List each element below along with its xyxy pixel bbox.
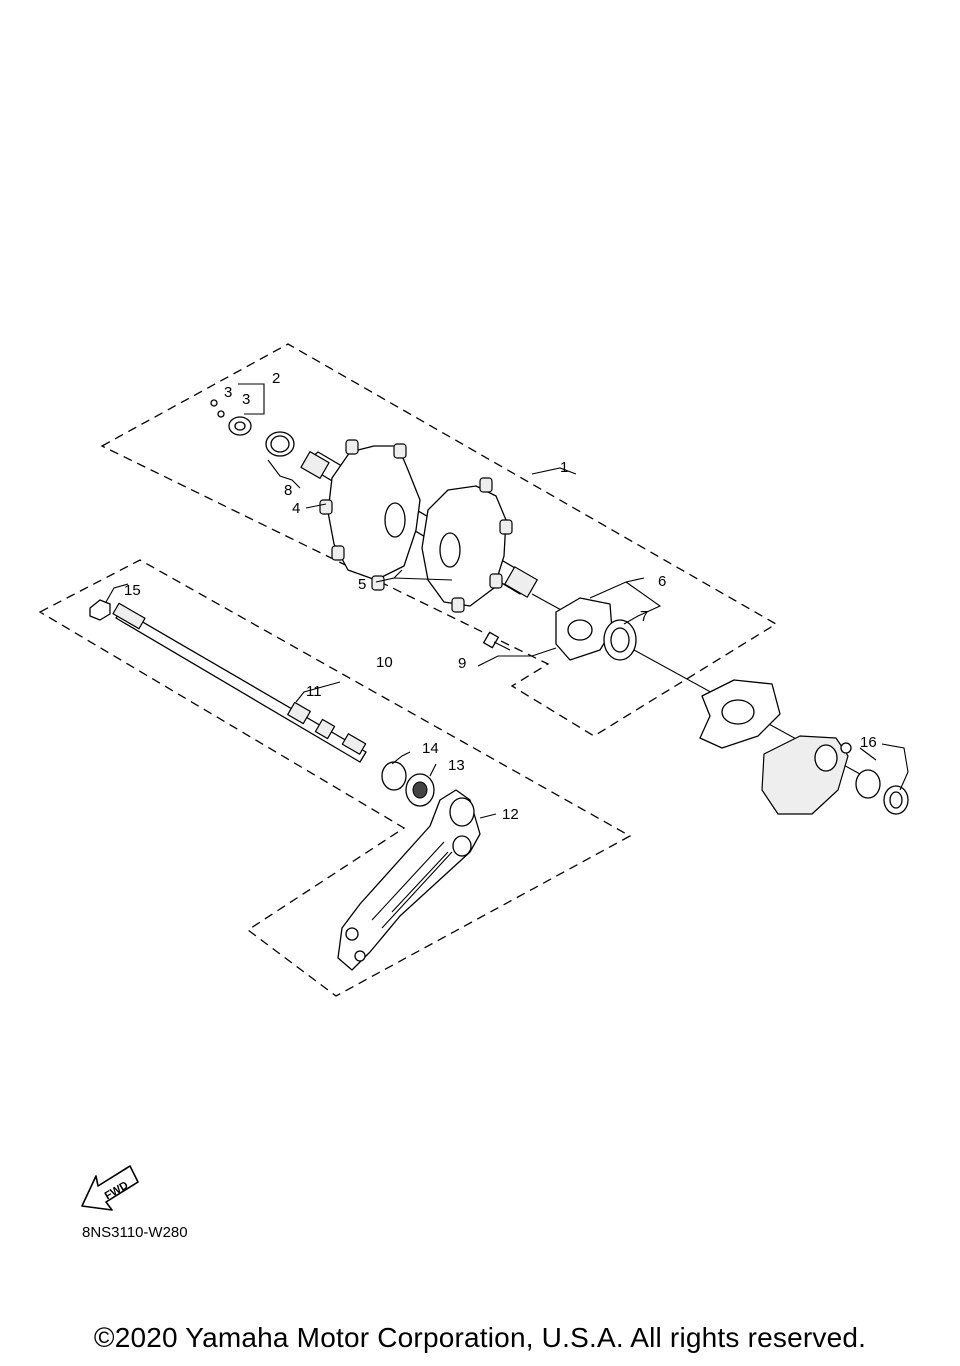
- group-1-outline: [100, 343, 778, 737]
- seal-16: [855, 769, 909, 815]
- chaincase-housing: [761, 735, 852, 815]
- callout-1: 1: [560, 459, 568, 476]
- seal-ring-8: [265, 431, 295, 457]
- callout-11: 11: [306, 683, 322, 700]
- callout-6: 6: [658, 573, 666, 590]
- copyright-notice: ©2020 Yamaha Motor Corporation, U.S.A. A…: [93, 1322, 867, 1353]
- bearing-housing-6: [555, 597, 613, 661]
- bolt-9: [483, 631, 511, 651]
- bearing-cap-2: [228, 416, 252, 436]
- callout-10: 10: [376, 654, 393, 671]
- drive-shaft-1: [300, 439, 538, 613]
- oil-seal-7: [603, 619, 637, 661]
- nut-15: [89, 599, 111, 621]
- bearing-13: [405, 773, 435, 807]
- callout-13: 13: [448, 757, 465, 774]
- axle-shaft-11: [112, 602, 367, 763]
- screw-3a: [210, 399, 218, 407]
- diagram-reference-code: 8NS3110-W280: [82, 1224, 188, 1241]
- callout-9: 9: [458, 655, 466, 672]
- screw-3b: [217, 410, 225, 418]
- callout-14: 14: [422, 740, 439, 757]
- chaincase-plate: [699, 679, 781, 749]
- callout-2: 2: [272, 370, 280, 387]
- callout-15: 15: [124, 582, 141, 599]
- callout-12: 12: [502, 806, 519, 823]
- callout-8: 8: [284, 482, 292, 499]
- fwd-arrow-icon: FWD: [81, 1165, 139, 1211]
- callout-4: 4: [292, 500, 300, 517]
- callout-3a: 3: [224, 384, 232, 401]
- circlip-14: [381, 761, 407, 791]
- leader-lines: [105, 383, 909, 819]
- group-10-outline: [38, 559, 632, 997]
- callout-5: 5: [358, 576, 366, 593]
- suspension-arm-12: [337, 789, 481, 971]
- callout-3b: 3: [242, 391, 250, 408]
- callout-16: 16: [860, 734, 877, 751]
- callout-7: 7: [640, 608, 648, 625]
